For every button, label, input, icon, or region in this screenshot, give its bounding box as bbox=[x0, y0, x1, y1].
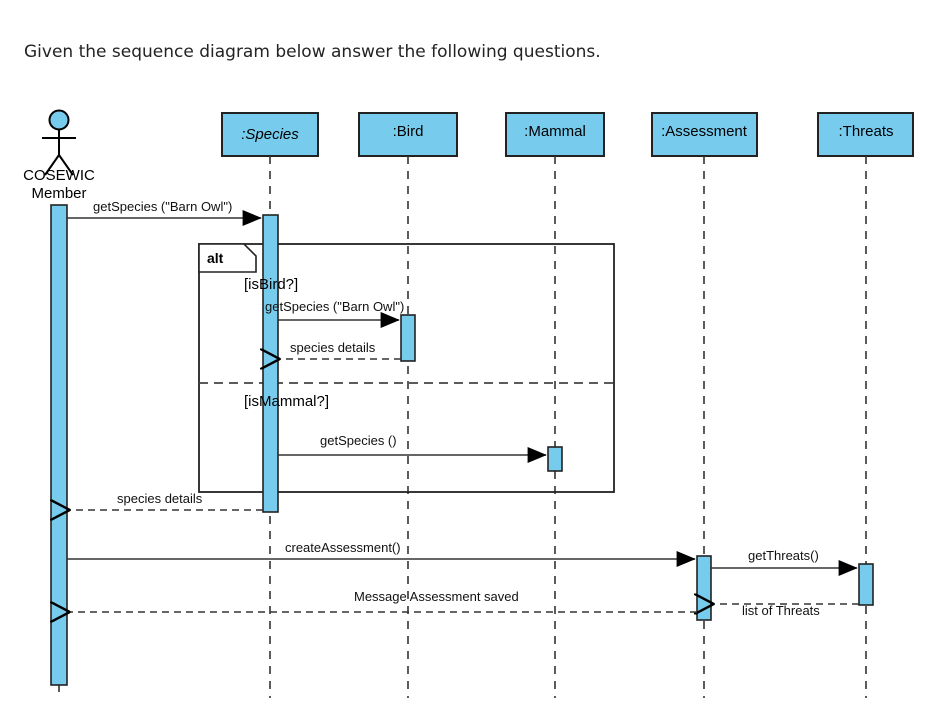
lifeline-head-species[interactable]: :Species bbox=[221, 112, 319, 157]
message-create-assessment: createAssessment() bbox=[67, 540, 696, 567]
lifeline-head-assessment[interactable]: :Assessment bbox=[651, 112, 758, 157]
message-species-details-bird: species details bbox=[279, 340, 401, 359]
guard-label-is-mammal: [isMammal?] bbox=[244, 393, 329, 410]
lifeline-head-threats[interactable]: :Threats bbox=[817, 112, 914, 157]
fragment-alt: alt bbox=[198, 243, 615, 493]
lifeline-label-mammal: :Mammal bbox=[524, 123, 586, 140]
fragment-alt-tab bbox=[198, 243, 257, 273]
message-label-get-threats: getThreats() bbox=[748, 548, 819, 563]
actor-label-line2: Member bbox=[31, 185, 86, 202]
message-get-species-barn-owl-bird: getSpecies ("Barn Owl") bbox=[265, 299, 404, 328]
message-label-assessment-saved: Message Assessment saved bbox=[354, 589, 519, 604]
lifeline-head-bird[interactable]: :Bird bbox=[358, 112, 458, 157]
guard-label-is-bird: [isBird?] bbox=[244, 276, 298, 293]
actor-leg-left bbox=[44, 154, 60, 176]
lifeline-label-assessment: :Assessment bbox=[661, 123, 748, 140]
activation-assessment bbox=[696, 555, 712, 621]
message-assessment-saved: Message Assessment saved bbox=[69, 589, 697, 612]
activation-bird bbox=[400, 314, 416, 362]
lifeline-label-bird: :Bird bbox=[393, 123, 424, 140]
message-label-list-of-threats: list of Threats bbox=[742, 603, 820, 618]
lifeline-label-threats: :Threats bbox=[838, 123, 893, 140]
message-get-threats: getThreats() bbox=[711, 548, 858, 576]
message-get-species-barn-owl: getSpecies ("Barn Owl") bbox=[67, 199, 262, 226]
message-label-species-details-actor: species details bbox=[117, 491, 203, 506]
message-label-get-species-barn-owl-bird: getSpecies ("Barn Owl") bbox=[265, 299, 404, 314]
message-label-species-details-bird: species details bbox=[290, 340, 376, 355]
message-get-species-mammal: getSpecies () bbox=[278, 433, 547, 463]
message-label-get-species-barn-owl: getSpecies ("Barn Owl") bbox=[93, 199, 232, 214]
actor-leg-right bbox=[58, 154, 74, 176]
message-label-create-assessment: createAssessment() bbox=[285, 540, 401, 555]
activation-mammal bbox=[547, 446, 563, 472]
lifeline-head-mammal[interactable]: :Mammal bbox=[505, 112, 605, 157]
lifeline-label-species: :Species bbox=[241, 126, 299, 143]
page-title: Given the sequence diagram below answer … bbox=[24, 42, 601, 62]
message-list-of-threats: list of Threats bbox=[713, 603, 859, 618]
fragment-alt-operator: alt bbox=[207, 250, 224, 266]
message-label-get-species-mammal: getSpecies () bbox=[320, 433, 397, 448]
actor-label-line1: COSEWIC bbox=[23, 167, 95, 184]
activation-species bbox=[262, 214, 279, 513]
actor-cosewic-member: COSEWIC Member bbox=[23, 109, 95, 202]
activation-actor bbox=[50, 204, 68, 686]
message-species-details-actor: species details bbox=[69, 491, 263, 510]
activation-threats bbox=[858, 563, 874, 606]
fragment-alt-border bbox=[198, 243, 615, 493]
actor-head-icon bbox=[48, 109, 70, 131]
